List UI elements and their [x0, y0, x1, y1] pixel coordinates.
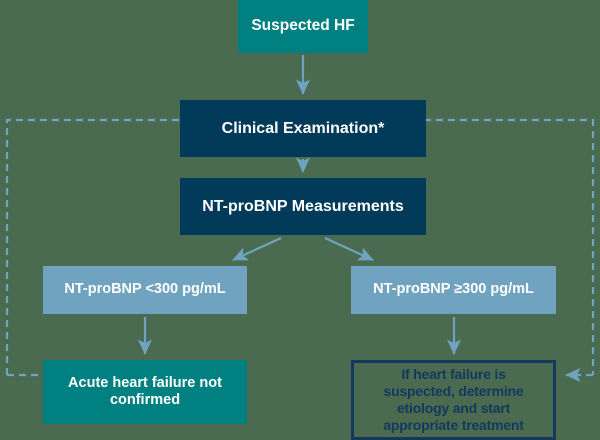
node-clinical-examination[interactable]: Clinical Examination* [180, 100, 426, 157]
node-etiology-treatment-text: If heart failure is suspected, determine… [383, 366, 524, 433]
node-etiology-treatment[interactable]: If heart failure is suspected, determine… [351, 360, 556, 440]
node-suspected-hf-label: Suspected HF [251, 17, 355, 35]
node-etiology-treatment-line4: appropriate treatment [383, 416, 524, 433]
node-suspected-hf[interactable]: Suspected HF [238, 0, 368, 53]
node-clinical-examination-label: Clinical Examination* [221, 119, 385, 137]
node-ntprobnp-measurements[interactable]: NT-proBNP Measurements [180, 178, 426, 235]
node-etiology-treatment-line1: If heart failure is [401, 366, 506, 383]
node-ntprobnp-low-label: NT-proBNP <300 pg/mL [64, 281, 226, 298]
node-ntprobnp-high[interactable]: NT-proBNP ≥300 pg/mL [351, 266, 556, 314]
arrow-measurements-to-low [232, 237, 282, 261]
node-acute-hf-not-confirmed-text: Acute heart failure not confirmed [43, 375, 247, 410]
node-ntprobnp-measurements-label: NT-proBNP Measurements [202, 197, 404, 215]
dashed-boundary [5, 118, 595, 375]
node-acute-hf-not-confirmed-line1: Acute heart failure [68, 374, 196, 391]
node-etiology-treatment-line2: suspected, determine [383, 383, 524, 400]
node-acute-hf-not-confirmed-line2: not confirmed [109, 374, 222, 408]
node-ntprobnp-low[interactable]: NT-proBNP <300 pg/mL [43, 266, 247, 314]
node-etiology-treatment-line3: etiology and start [396, 400, 511, 416]
node-ntprobnp-high-label: NT-proBNP ≥300 pg/mL [373, 281, 534, 298]
arrow-measurements-to-high [324, 237, 374, 261]
node-acute-hf-not-confirmed[interactable]: Acute heart failure not confirmed [43, 360, 247, 424]
